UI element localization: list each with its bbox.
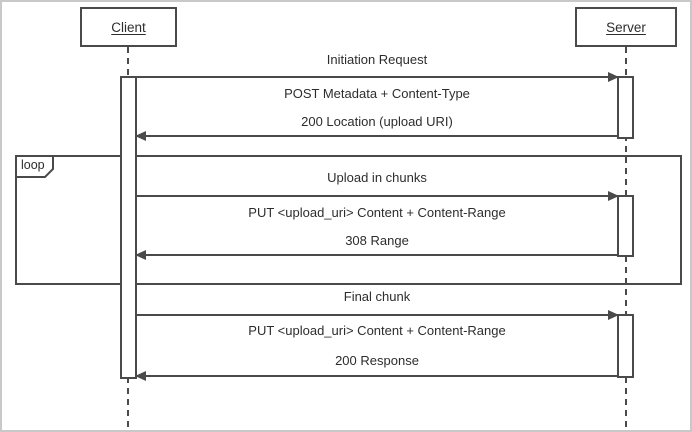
server-activation-bar-final [617,314,634,378]
server-activation-bar-loop [617,195,634,257]
section-header-loop: Upload in chunks [327,170,427,185]
section-header-initiation: Initiation Request [326,52,428,67]
arrowhead-right-icon [608,310,619,320]
arrowhead-left-icon [135,250,146,260]
actor-client-label: Client [111,19,146,35]
message-label-initiation-request: POST Metadata + Content-Type [284,86,470,101]
message-label-final-response: 200 Response [335,353,419,368]
arrowhead-right-icon [608,72,619,82]
loop-frame: loop [15,155,682,285]
message-arrow-final-response [135,371,618,381]
message-arrow-final-request [136,310,619,320]
message-label-final-request: PUT <upload_uri> Content + Content-Range [248,323,506,338]
loop-operator-label: loop [21,158,45,172]
arrowhead-left-icon [135,131,146,141]
actor-box-server: Server [575,7,677,47]
client-activation-bar [120,76,137,379]
message-arrow-loop-response [135,250,618,260]
message-arrow-initiation-response [135,131,618,141]
message-arrow-initiation-request [136,72,619,82]
message-label-loop-request: PUT <upload_uri> Content + Content-Range [248,205,506,220]
section-header-final: Final chunk [343,289,411,304]
arrowhead-left-icon [135,371,146,381]
message-arrow-loop-request [136,191,619,201]
loop-operator-tag-icon [15,155,54,178]
message-label-initiation-response: 200 Location (upload URI) [301,114,453,129]
server-activation-bar-initiation [617,76,634,139]
actor-server-label: Server [606,19,646,35]
actor-box-client: Client [80,7,177,47]
message-label-loop-response: 308 Range [345,233,409,248]
arrowhead-right-icon [608,191,619,201]
